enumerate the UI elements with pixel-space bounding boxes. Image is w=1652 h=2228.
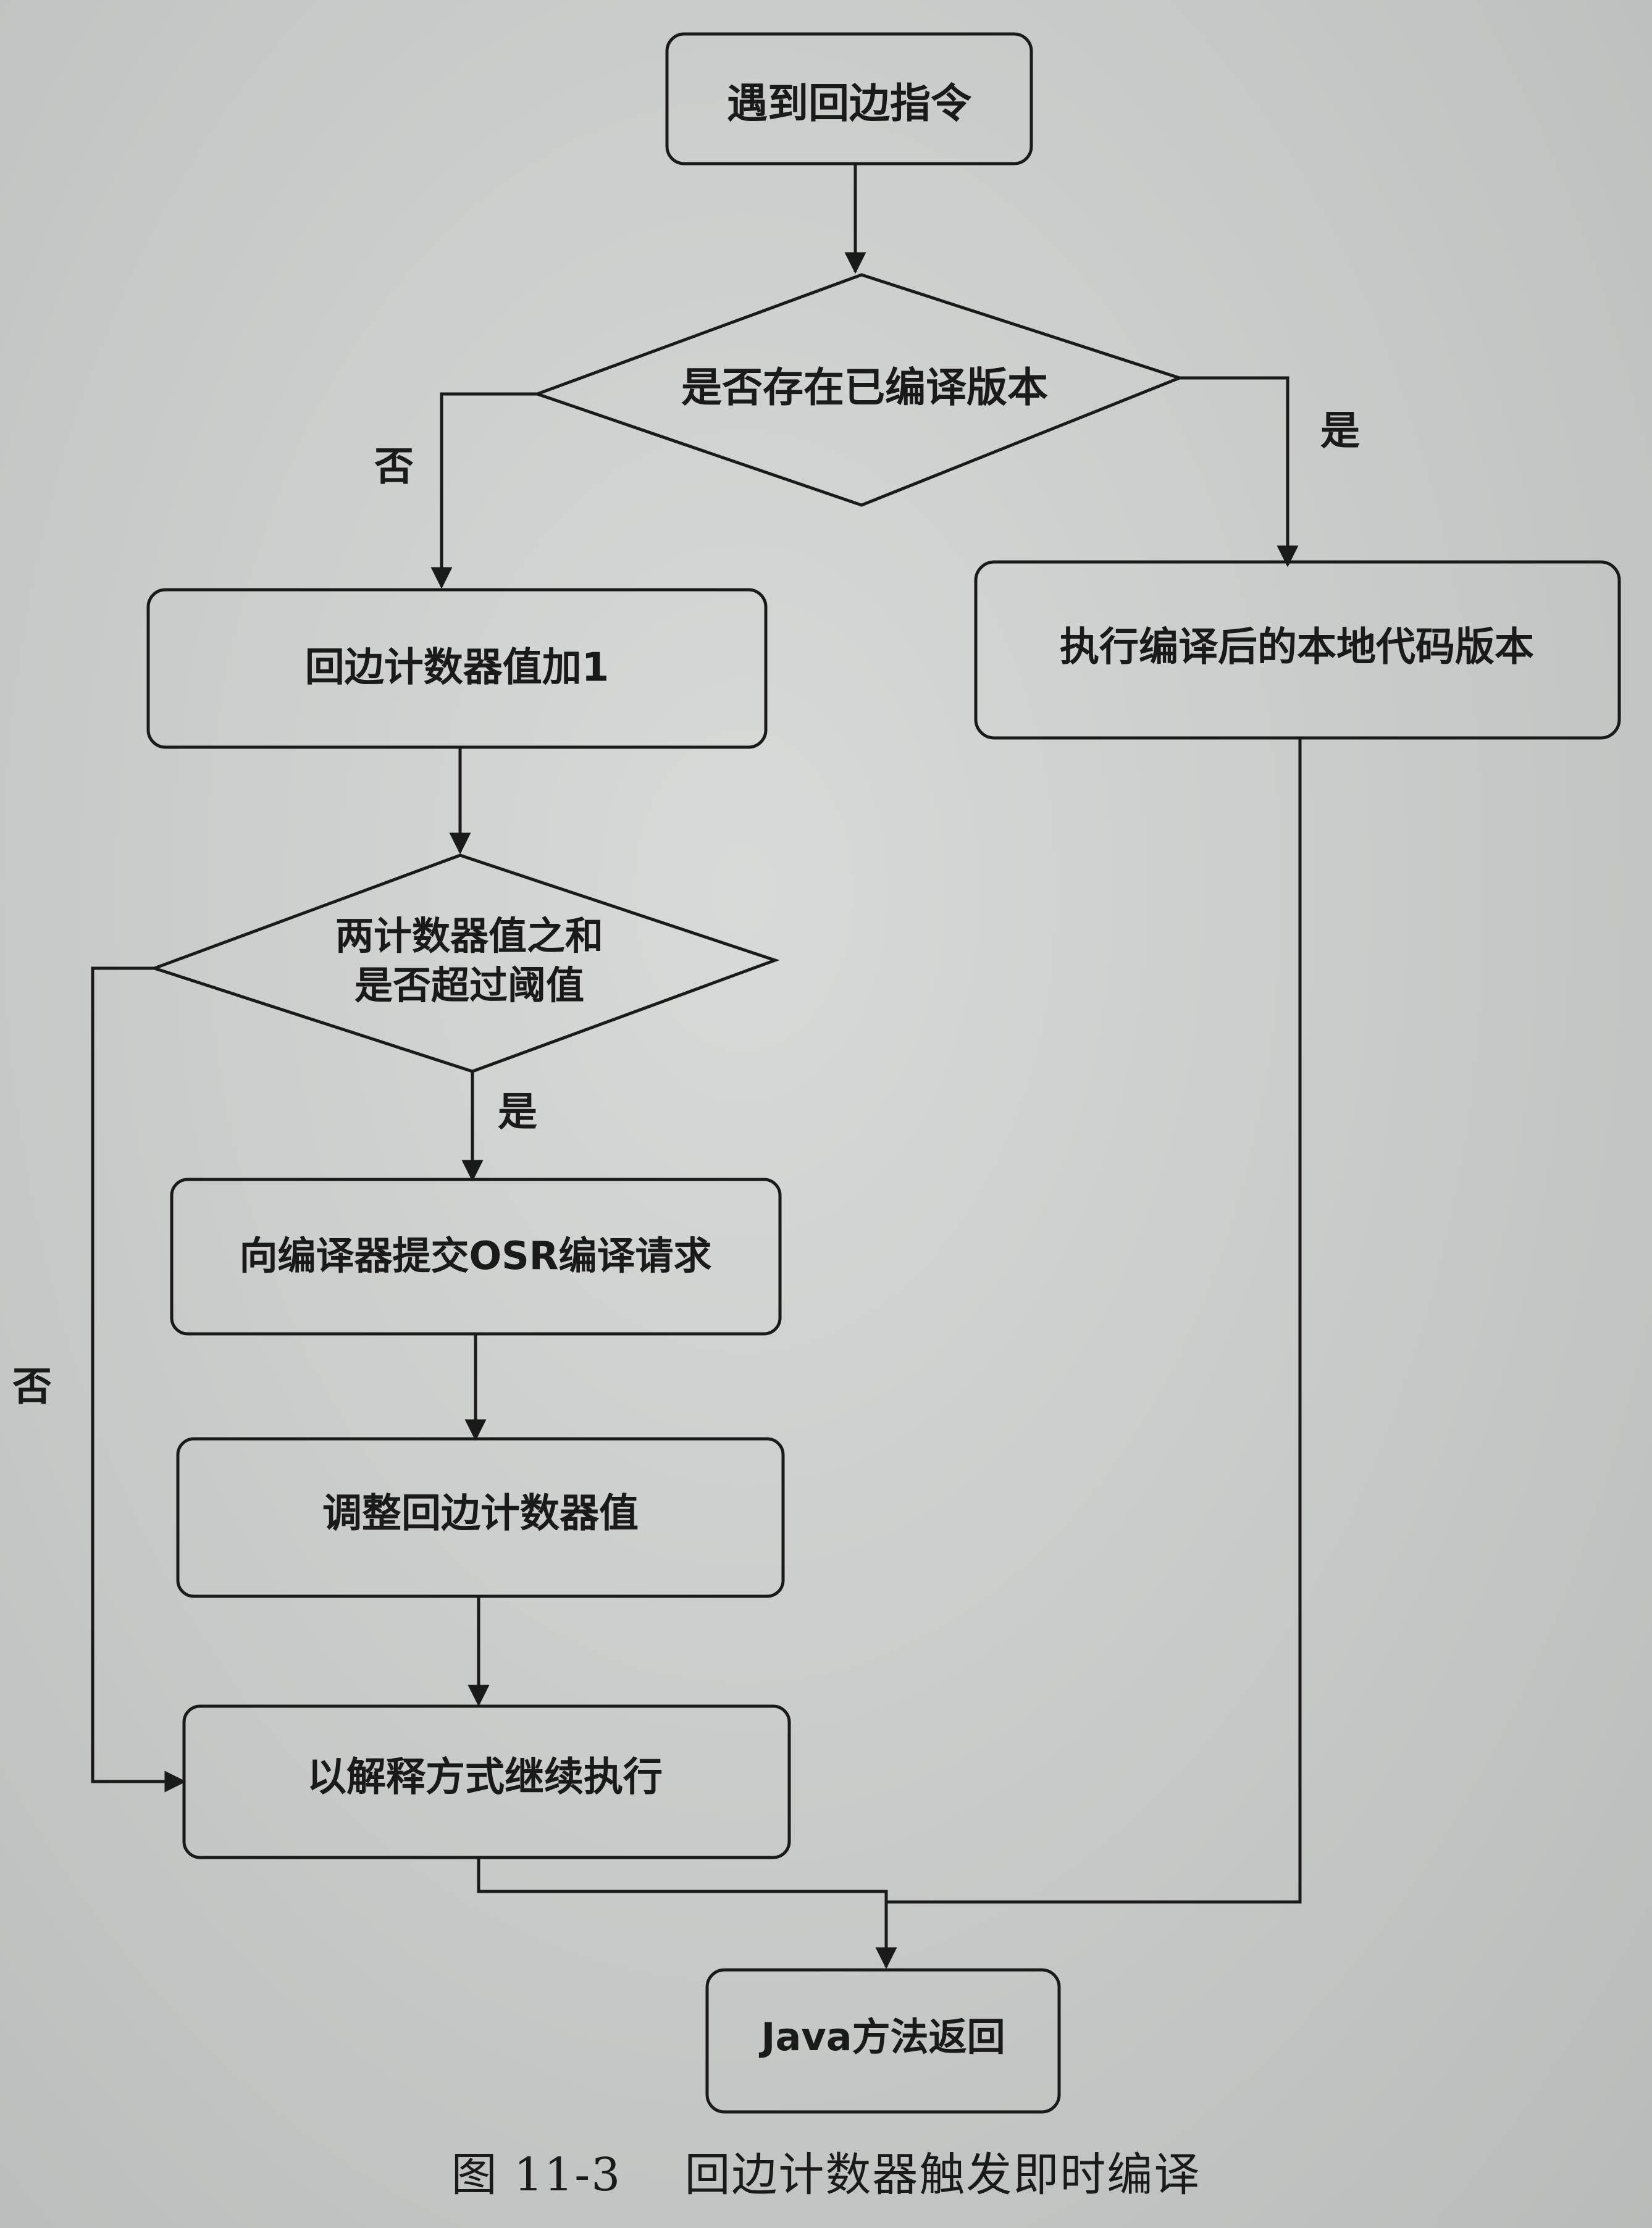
edge-label-compiled-yes: 是 bbox=[1320, 409, 1360, 454]
node-increment-label: 回边计数器值加1 bbox=[305, 645, 610, 691]
node-increment bbox=[146, 588, 768, 749]
node-decision-threshold-label-line1: 两计数器值之和 bbox=[335, 913, 603, 958]
node-run-native bbox=[974, 560, 1621, 740]
node-end bbox=[705, 1968, 1061, 2114]
node-decision-threshold-label-line2: 是否超过阈值 bbox=[354, 963, 584, 1008]
edge-native-to-end bbox=[886, 736, 1302, 1904]
node-run-native-label: 执行编译后的本地代码版本 bbox=[1060, 625, 1534, 671]
edge-label-compiled-no: 否 bbox=[374, 445, 414, 490]
node-decision-threshold bbox=[149, 853, 780, 1073]
edge-compiled-no bbox=[430, 392, 537, 589]
figure-caption: 图 11-3 回边计数器触发即时编译 bbox=[0, 2138, 1652, 2204]
node-interpret bbox=[182, 1704, 791, 1859]
edge-compiled-yes bbox=[1180, 376, 1299, 567]
node-decision-compiled-label: 是否存在已编译版本 bbox=[681, 364, 1048, 411]
edge-label-threshold-yes: 是 bbox=[498, 1090, 537, 1136]
edge-label-threshold-no: 否 bbox=[12, 1365, 52, 1410]
node-submit-osr-label: 向编译器提交OSR编译请求 bbox=[239, 1233, 711, 1278]
node-submit-osr bbox=[170, 1178, 782, 1336]
node-decision-compiled bbox=[532, 273, 1184, 507]
node-end-label: Java方法返回 bbox=[758, 2014, 1005, 2059]
figure-title: 回边计数器触发即时编译 bbox=[684, 2148, 1201, 2201]
node-adjust-counter bbox=[176, 1437, 785, 1598]
edge-interpret-to-end bbox=[477, 1857, 897, 1969]
node-adjust-counter-label: 调整回边计数器值 bbox=[322, 1491, 639, 1537]
node-start bbox=[665, 32, 1033, 165]
node-interpret-label: 以解释方式继续执行 bbox=[307, 1755, 663, 1801]
figure-number: 图 11-3 bbox=[451, 2148, 622, 2201]
edge-threshold-no bbox=[91, 966, 187, 1793]
node-start-label: 遇到回边指令 bbox=[727, 80, 972, 127]
